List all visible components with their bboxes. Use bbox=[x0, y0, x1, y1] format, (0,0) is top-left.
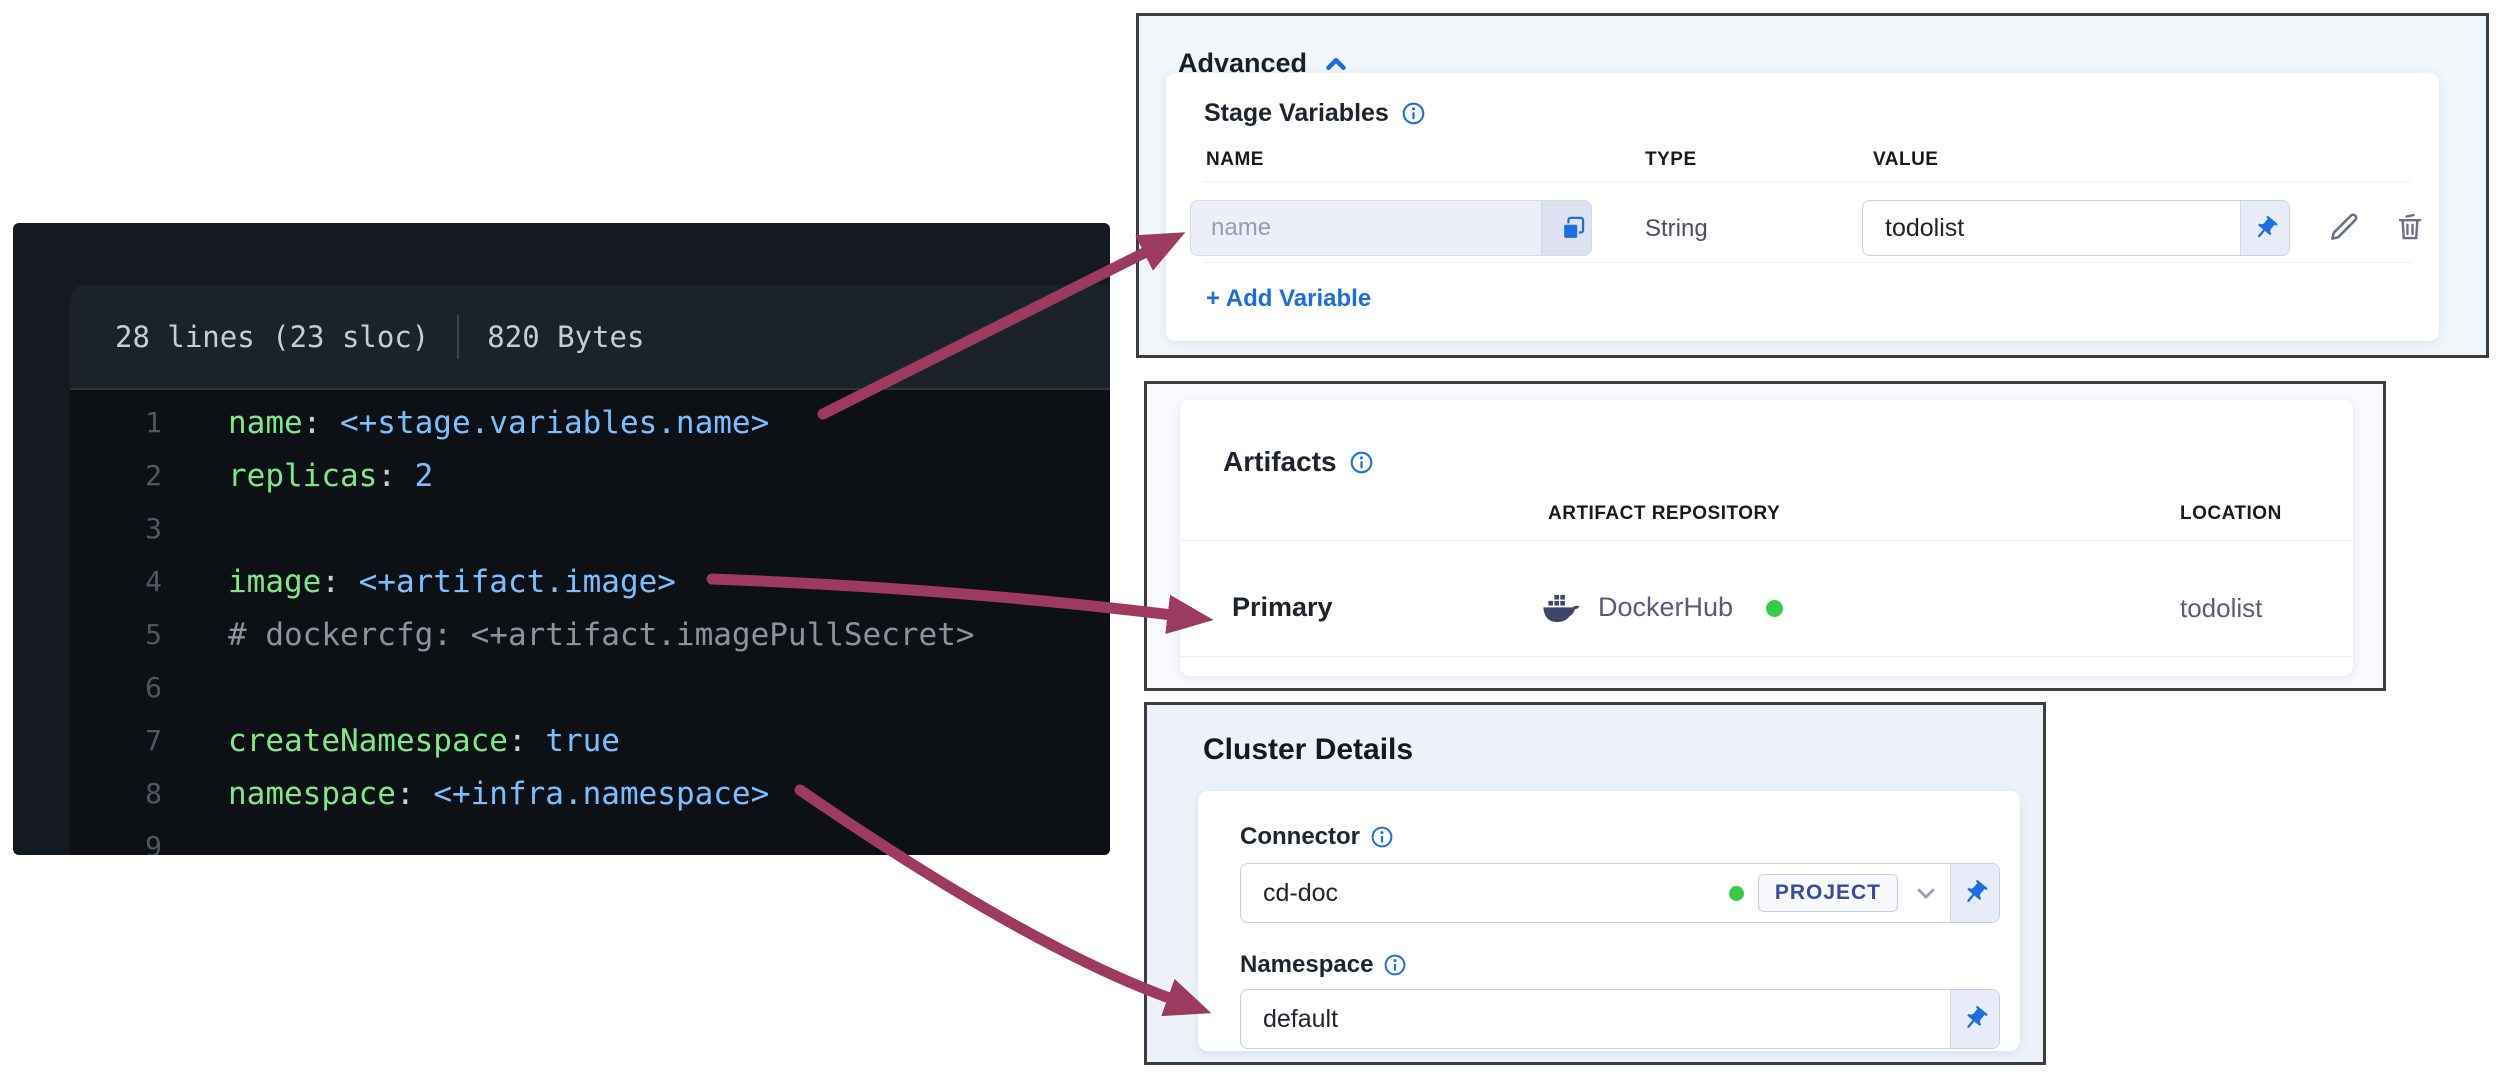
file-lines-info: 28 lines (23 sloc) bbox=[115, 319, 430, 354]
yaml-value: true bbox=[545, 722, 620, 759]
column-header-location: LOCATION bbox=[2180, 503, 2282, 524]
variable-name-input-group bbox=[1190, 200, 1592, 256]
cluster-details-card: Connector PROJECT Name bbox=[1198, 791, 2020, 1051]
line-number: 5 bbox=[145, 618, 162, 651]
code-line: 8 namespace: <+infra.namespace> bbox=[70, 767, 1110, 820]
connector-select-group: PROJECT bbox=[1240, 863, 2000, 923]
connector-input[interactable] bbox=[1241, 864, 1729, 922]
row-divider bbox=[1204, 262, 2411, 263]
scope-badge: PROJECT bbox=[1757, 874, 1898, 912]
artifacts-card: Artifacts ARTIFACT REPOSITORY LOCATION P… bbox=[1180, 400, 2353, 676]
add-variable-button[interactable]: + Add Variable bbox=[1206, 285, 1372, 312]
yaml-value: <+stage.variables.name> bbox=[339, 404, 770, 441]
code-body: 1 name: <+stage.variables.name> 2 replicas… bbox=[70, 390, 1110, 856]
yaml-sep: : bbox=[321, 563, 359, 600]
yaml-key: namespace bbox=[228, 775, 396, 812]
line-number: 6 bbox=[145, 671, 162, 704]
yaml-sep: : bbox=[507, 722, 546, 759]
namespace-label: Namespace bbox=[1240, 951, 1374, 978]
yaml-key: image bbox=[228, 563, 322, 600]
artifact-name: Primary bbox=[1232, 592, 1333, 622]
code-line: 5 # dockercfg: <+artifact.imagePullSecret… bbox=[70, 608, 1110, 661]
variable-value-input[interactable] bbox=[1863, 201, 2240, 255]
code-file-header: 28 lines (23 sloc) 820 Bytes bbox=[70, 285, 1110, 390]
artifacts-panel: Artifacts ARTIFACT REPOSITORY LOCATION P… bbox=[1144, 381, 2386, 691]
yaml-comment: # dockercfg: <+artifact.imagePullSecret> bbox=[228, 616, 975, 653]
line-number: 7 bbox=[145, 724, 162, 757]
header-divider bbox=[457, 314, 460, 359]
row-divider bbox=[1180, 656, 2353, 657]
artifacts-label: Artifacts bbox=[1223, 446, 1337, 477]
yaml-value: <+infra.namespace> bbox=[433, 775, 770, 812]
column-header-name: NAME bbox=[1206, 149, 1264, 170]
pin-icon[interactable] bbox=[2240, 201, 2289, 255]
trash-icon[interactable] bbox=[2390, 207, 2430, 247]
code-file-box: 28 lines (23 sloc) 820 Bytes 1 name: <+st… bbox=[70, 285, 1110, 855]
status-dot bbox=[1766, 600, 1783, 617]
copy-icon[interactable] bbox=[1541, 201, 1591, 255]
header-divider bbox=[1204, 181, 2411, 182]
code-file-panel: 28 lines (23 sloc) 820 Bytes 1 name: <+st… bbox=[13, 223, 1110, 855]
info-icon[interactable] bbox=[1370, 825, 1394, 849]
yaml-sep: : bbox=[302, 404, 340, 441]
variable-type: String bbox=[1645, 215, 1708, 242]
yaml-sep: : bbox=[377, 457, 415, 494]
code-line: 1 name: <+stage.variables.name> bbox=[70, 396, 1110, 449]
status-dot bbox=[1728, 885, 1744, 901]
info-icon[interactable] bbox=[1349, 450, 1374, 475]
pin-icon[interactable] bbox=[1950, 990, 1999, 1048]
artifact-repository-name[interactable]: DockerHub bbox=[1598, 592, 1734, 622]
code-line: 9 bbox=[70, 820, 1110, 855]
column-header-artifact-repository: ARTIFACT REPOSITORY bbox=[1548, 503, 1781, 524]
line-number: 3 bbox=[145, 512, 162, 545]
yaml-key: replicas bbox=[228, 457, 378, 494]
code-line: 4 image: <+artifact.image> bbox=[70, 555, 1110, 608]
yaml-value: <+artifact.image> bbox=[358, 563, 676, 600]
variable-value-input-group bbox=[1862, 200, 2290, 256]
line-number: 2 bbox=[145, 459, 162, 492]
namespace-input[interactable] bbox=[1241, 990, 1950, 1048]
chevron-up-icon[interactable] bbox=[1321, 49, 1351, 79]
variable-name-input[interactable] bbox=[1191, 201, 1541, 255]
code-line: 7 createNamespace: true bbox=[70, 714, 1110, 767]
line-number: 8 bbox=[145, 777, 162, 810]
cluster-details-panel: Cluster Details Connector PROJECT bbox=[1144, 702, 2046, 1065]
info-icon[interactable] bbox=[1383, 953, 1407, 977]
column-header-type: TYPE bbox=[1645, 149, 1697, 170]
connector-label-row: Connector bbox=[1240, 823, 1394, 851]
code-line: 6 bbox=[70, 661, 1110, 714]
docker-whale-icon bbox=[1540, 588, 1582, 622]
connector-label: Connector bbox=[1240, 823, 1360, 850]
cluster-details-title: Cluster Details bbox=[1203, 733, 1414, 766]
advanced-panel: Advanced Stage Variables NAME TYPE VALUE bbox=[1136, 13, 2489, 358]
namespace-input-group bbox=[1240, 989, 2000, 1049]
line-number: 4 bbox=[145, 565, 162, 598]
stage-variables-card: Stage Variables NAME TYPE VALUE String bbox=[1166, 73, 2439, 341]
info-icon[interactable] bbox=[1401, 101, 1426, 126]
pin-icon[interactable] bbox=[1950, 864, 1999, 922]
yaml-value: 2 bbox=[414, 457, 434, 494]
line-number: 9 bbox=[145, 830, 162, 855]
stage-variables-heading: Stage Variables bbox=[1204, 99, 1426, 128]
namespace-label-row: Namespace bbox=[1240, 951, 1407, 979]
file-size-info: 820 Bytes bbox=[487, 319, 645, 354]
yaml-sep: : bbox=[395, 775, 434, 812]
artifacts-heading: Artifacts bbox=[1223, 446, 1374, 478]
stage-variables-label: Stage Variables bbox=[1204, 99, 1389, 127]
column-header-value: VALUE bbox=[1873, 149, 1939, 170]
chevron-down-icon[interactable] bbox=[1912, 879, 1940, 907]
yaml-key: name bbox=[228, 404, 303, 441]
edit-pencil-icon[interactable] bbox=[2324, 207, 2364, 247]
connector-meta: PROJECT bbox=[1728, 864, 1950, 922]
yaml-key: createNamespace bbox=[228, 722, 508, 759]
code-line: 2 replicas: 2 bbox=[70, 449, 1110, 502]
code-line: 3 bbox=[70, 502, 1110, 555]
line-number: 1 bbox=[145, 406, 162, 439]
artifact-location: todolist bbox=[2180, 593, 2263, 623]
header-divider bbox=[1180, 540, 2353, 541]
